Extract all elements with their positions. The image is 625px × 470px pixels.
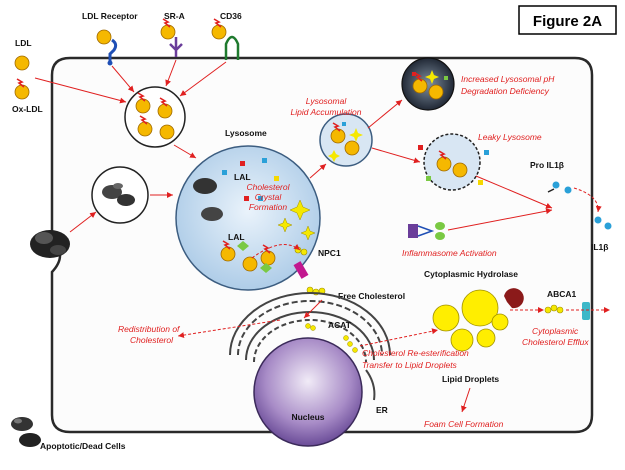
free-cholesterol-label: Free Cholesterol xyxy=(338,291,405,301)
il1b-secreted xyxy=(594,216,612,230)
redistribution-line2: Cholesterol xyxy=(130,335,174,345)
reesterification-line1: Cholesterol Re-esterification xyxy=(362,348,469,358)
efflux-line2: Cholesterol Efflux xyxy=(522,337,589,347)
acat-cholesterol xyxy=(305,323,358,353)
abca1-transporter xyxy=(582,302,590,320)
ldl-particle xyxy=(14,55,30,71)
endosome xyxy=(124,86,186,148)
inflammasome xyxy=(408,222,445,240)
sr-a-receptor xyxy=(160,18,183,57)
dark-lysosome xyxy=(401,57,455,111)
il1b-label: IL1β xyxy=(591,242,608,252)
lysosomal-lipid-line1: Lysosomal xyxy=(306,96,348,106)
leaky-lysosome xyxy=(418,133,489,191)
leaky-lysosome-label: Leaky Lysosome xyxy=(478,132,542,142)
redistribution-line1: Redistribution of xyxy=(118,324,181,334)
lysosomal-lipid-line2: Lipid Accumulation xyxy=(290,107,361,117)
lal-label-lower: LAL xyxy=(228,232,245,242)
lysosome xyxy=(175,145,321,291)
lipid-droplets xyxy=(432,289,509,352)
ph-line2: Degradation Deficiency xyxy=(461,86,550,96)
ldl-receptor xyxy=(96,29,118,66)
lal-label: LAL xyxy=(234,172,251,182)
lipid-droplets-label: Lipid Droplets xyxy=(442,374,499,384)
apoptotic-cells-label: Apoptotic/Dead Cells xyxy=(40,441,126,451)
cholesterol-crystal-line3: Formation xyxy=(249,202,288,212)
figure-label-box: Figure 2A xyxy=(518,5,617,35)
inflammasome-label: Inflammasome Activation xyxy=(402,248,497,258)
cytoplasmic-hydrolase-label: Cytoplasmic Hydrolase xyxy=(424,269,518,279)
ldl-receptor-label: LDL Receptor xyxy=(82,11,138,21)
ox-ldl-particle xyxy=(14,78,30,100)
pro-il1b-label: Pro IL1β xyxy=(530,160,564,170)
cd36-label: CD36 xyxy=(220,11,242,21)
ldl-label: LDL xyxy=(15,38,32,48)
cholesterol-crystal-line2: Crystal xyxy=(255,192,283,202)
reesterification-line2: Transfer to Lipid Droplets xyxy=(362,360,458,370)
apoptotic-body-entering xyxy=(30,230,70,258)
phagosome xyxy=(91,166,149,224)
sr-a-label: SR-A xyxy=(164,11,185,21)
nucleus xyxy=(253,337,363,447)
pathway-arrows xyxy=(34,59,610,413)
figure-label: Figure 2A xyxy=(533,13,602,30)
npc1-protein xyxy=(293,261,309,279)
nucleus-label: Nucleus xyxy=(291,412,324,422)
ph-line1: Increased Lysosomal pH xyxy=(461,74,555,84)
lipid-accumulation-lysosome xyxy=(319,113,373,167)
acat-label: ACAT xyxy=(328,320,352,330)
efflux-line1: Cytoplasmic xyxy=(532,326,579,336)
apoptotic-cells-icon xyxy=(11,417,41,447)
ox-ldl-label: Ox-LDL xyxy=(12,104,43,114)
cd36-receptor xyxy=(211,18,240,60)
pro-il1b xyxy=(547,181,572,194)
efflux-cholesterol xyxy=(544,304,564,314)
er-label: ER xyxy=(376,405,388,415)
foam-cell-label: Foam Cell Formation xyxy=(424,419,504,429)
hydrolase-enzyme xyxy=(504,288,524,309)
abca1-label: ABCA1 xyxy=(547,289,577,299)
lysosome-label: Lysosome xyxy=(225,128,267,138)
npc1-label: NPC1 xyxy=(318,248,341,258)
cholesterol-crystal-line1: Cholesterol xyxy=(247,182,291,192)
